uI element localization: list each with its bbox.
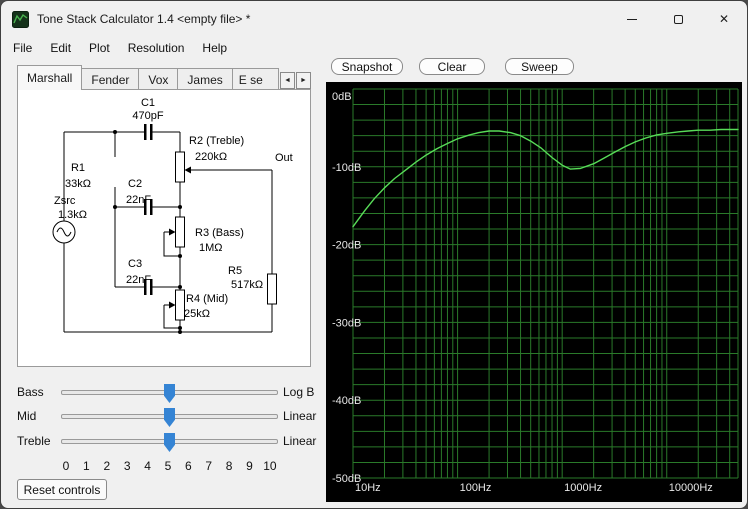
window-controls: ✕ — [609, 1, 747, 37]
label-r4-value: 25kΩ — [184, 308, 210, 320]
clear-button[interactable]: Clear — [419, 58, 485, 75]
label-r3-name: R3 (Bass) — [195, 227, 244, 239]
menu-edit[interactable]: Edit — [50, 41, 72, 55]
treble-slider-row: Treble Linear — [17, 429, 316, 453]
minimize-button[interactable] — [609, 1, 655, 37]
title-bar: Tone Stack Calculator 1.4 <empty file> *… — [1, 1, 747, 37]
menu-resolution[interactable]: Resolution — [127, 41, 185, 55]
close-icon: ✕ — [718, 12, 730, 26]
scale-tick: 0 — [62, 459, 70, 473]
mid-label: Mid — [17, 409, 37, 423]
label-zsrc-name: Zsrc — [54, 195, 76, 207]
scale-tick: 2 — [103, 459, 111, 473]
label-c2-name: C2 — [128, 178, 142, 190]
label-r2-value: 220kΩ — [195, 151, 227, 163]
svg-text:10Hz: 10Hz — [355, 482, 381, 494]
resistor-r3 — [175, 216, 185, 248]
tab-vox[interactable]: Vox — [139, 68, 179, 90]
close-button[interactable]: ✕ — [701, 1, 747, 37]
scale-tick: 1 — [83, 459, 90, 473]
menu-bar: File Edit Plot Resolution Help — [1, 37, 747, 59]
bass-slider-row: Bass Log B — [17, 380, 315, 404]
svg-text:0dB: 0dB — [332, 91, 352, 103]
scale-tick: 7 — [205, 459, 213, 473]
svg-text:1000Hz: 1000Hz — [564, 482, 602, 494]
scale-tick: 6 — [185, 459, 192, 473]
bass-taper-label: Log B — [283, 385, 315, 399]
label-c2-value: 22nF — [126, 194, 151, 206]
circuit-schematic: C1 470pF R2 (Treble) 220kΩ Out R1 33kΩ C… — [52, 97, 293, 334]
scale-tick: 10 — [263, 459, 277, 473]
arrow-left-icon: ◄ — [284, 77, 291, 84]
tab-strip: Marshall Fender Vox James E se ◄ ► — [17, 65, 311, 90]
bass-slider-thumb[interactable] — [164, 384, 175, 403]
label-r2-name: R2 (Treble) — [189, 135, 244, 147]
scale-tick: 8 — [225, 459, 233, 473]
scale-tick: 5 — [164, 459, 172, 473]
treble-slider-track[interactable] — [61, 433, 278, 452]
menu-help[interactable]: Help — [202, 41, 228, 55]
label-r3-value: 1MΩ — [199, 242, 223, 254]
svg-text:10000Hz: 10000Hz — [669, 482, 713, 494]
scale-tick: 4 — [144, 459, 151, 473]
label-out: Out — [275, 152, 293, 164]
reset-controls-button[interactable]: Reset controls — [17, 479, 107, 500]
label-r5-value: 517kΩ — [231, 279, 263, 291]
svg-text:-50dB: -50dB — [332, 473, 361, 485]
maximize-icon — [673, 14, 683, 24]
tab-fender[interactable]: Fender — [82, 68, 140, 90]
menu-file[interactable]: File — [13, 41, 33, 55]
minimize-icon — [627, 18, 637, 20]
treble-slider-thumb[interactable] — [164, 433, 175, 452]
menu-plot[interactable]: Plot — [89, 41, 110, 55]
svg-text:-30dB: -30dB — [332, 317, 361, 329]
bass-slider-track[interactable] — [61, 384, 278, 403]
tab-marshall[interactable]: Marshall — [17, 65, 83, 90]
snapshot-button[interactable]: Snapshot — [331, 58, 403, 75]
wiper-arrow-r2 — [184, 166, 191, 174]
tab-scroll-right-button[interactable]: ► — [296, 72, 311, 89]
window-title: Tone Stack Calculator 1.4 <empty file> * — [37, 12, 251, 26]
label-r5-name: R5 — [228, 265, 242, 277]
plot-panel: Snapshot Clear Sweep 0dB -10dB -20dB -30dB -… — [326, 56, 742, 502]
mid-slider-row: Mid Linear — [17, 404, 316, 428]
label-r4-name: R4 (Mid) — [186, 293, 228, 305]
label-zsrc-value: 1.3kΩ — [58, 209, 87, 221]
mid-taper-label: Linear — [283, 409, 317, 423]
maximize-button[interactable] — [655, 1, 701, 37]
svg-text:-20dB: -20dB — [332, 240, 361, 252]
label-c3-value: 22nF — [126, 274, 151, 286]
app-icon — [12, 10, 29, 28]
label-c1-value: 470pF — [132, 110, 163, 122]
arrow-right-icon: ► — [300, 77, 307, 84]
tab-e-series[interactable]: E se — [232, 68, 279, 90]
resistor-r5 — [267, 273, 277, 305]
scale-tick: 3 — [123, 459, 131, 473]
scale-tick: 9 — [246, 459, 253, 473]
svg-text:-10dB: -10dB — [332, 162, 361, 174]
wiper-arrow-r3 — [169, 228, 176, 236]
treble-taper-label: Linear — [283, 434, 317, 448]
tone-stack-panel: Marshall Fender Vox James E se ◄ ► — [17, 63, 316, 508]
bass-label: Bass — [17, 385, 44, 399]
label-c1-name: C1 — [141, 97, 155, 109]
label-c3-name: C3 — [128, 258, 142, 270]
label-r1-name: R1 — [71, 162, 85, 174]
slider-scale: 0 1 2 3 4 5 6 7 8 9 10 — [56, 459, 280, 473]
mid-slider-thumb[interactable] — [164, 408, 175, 427]
svg-text:-40dB: -40dB — [332, 395, 361, 407]
svg-text:100Hz: 100Hz — [460, 482, 492, 494]
wiper-arrow-r4 — [169, 301, 176, 309]
label-r1-value: 33kΩ — [65, 178, 91, 190]
treble-label: Treble — [17, 434, 51, 448]
tab-scroll-left-button[interactable]: ◄ — [280, 72, 295, 89]
tab-james[interactable]: James — [178, 68, 233, 90]
sweep-button[interactable]: Sweep — [505, 58, 574, 75]
circuit-pane: C1 470pF R2 (Treble) 220kΩ Out R1 33kΩ C… — [17, 89, 311, 367]
mid-slider-track[interactable] — [61, 408, 278, 427]
resistor-r2 — [175, 151, 185, 183]
